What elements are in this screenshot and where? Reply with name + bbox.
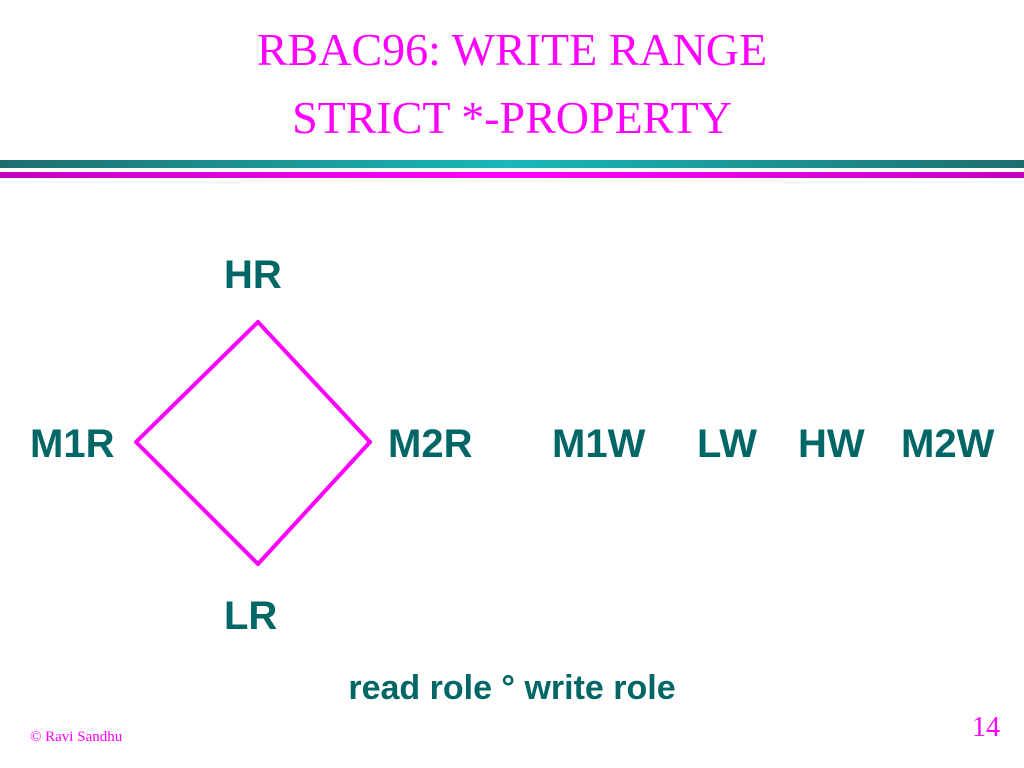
role-hr-label: HR [224,253,282,297]
role-m1w-label: M1W [552,422,646,466]
footer-copyright: © Ravi Sandhu [30,729,123,745]
slide-title-line-2: STRICT *-PROPERTY [292,92,732,143]
edge-m1r-hr [134,320,260,444]
role-hw-label: HW [798,422,865,466]
role-lr-label: LR [224,594,278,638]
title-rule-magenta [0,172,1024,178]
edge-m2r-lr [256,440,372,566]
role-m2r-label: M2R [388,422,473,466]
slide-title-line-1: RBAC96: WRITE RANGE [256,24,768,75]
page-number: 14 [972,712,1000,743]
title-rule-teal [0,160,1024,168]
edge-hr-m2r [256,320,372,444]
role-lw-label: LW [697,422,757,466]
edge-lr-m1r [134,440,260,566]
role-m1r-label: M1R [30,422,115,466]
role-m2w-label: M2W [901,422,995,466]
diagram-caption: read role ° write role [348,669,676,707]
